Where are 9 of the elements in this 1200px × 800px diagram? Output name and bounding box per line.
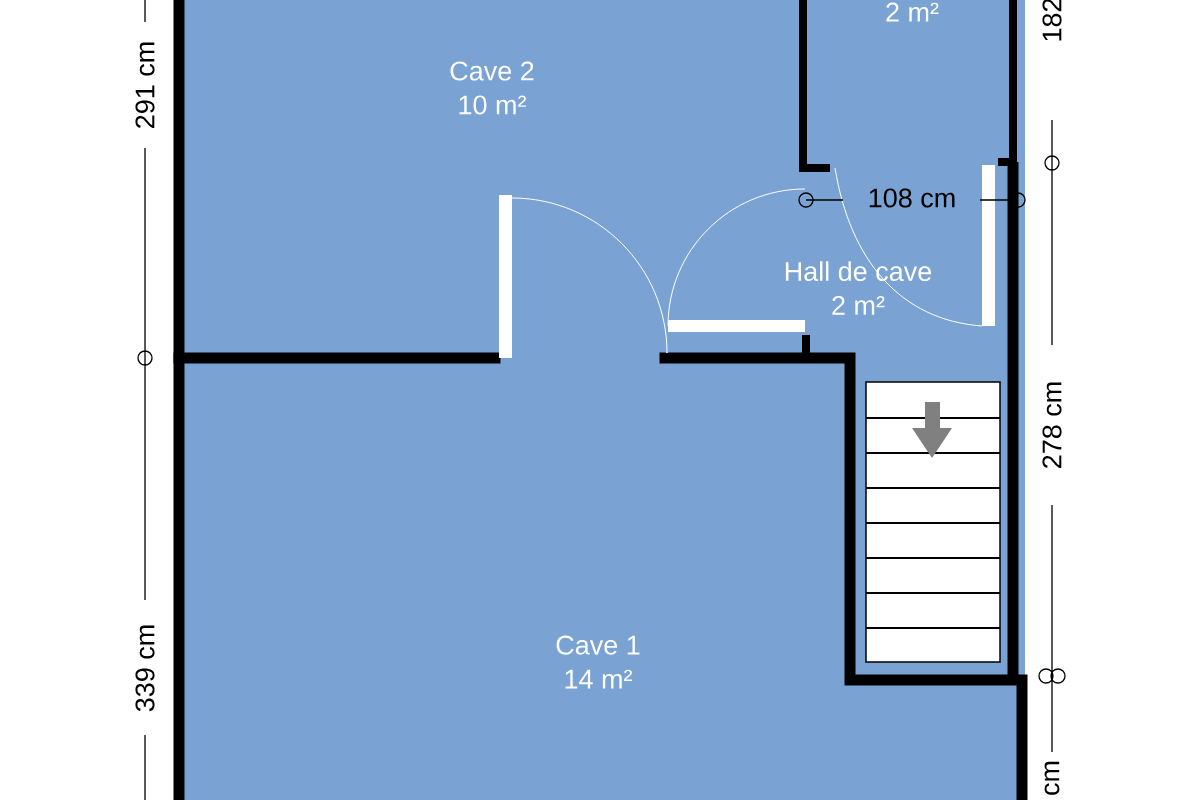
dimension-label: 291 cm <box>134 39 156 131</box>
room-label: Cave 2 10 m² <box>450 61 534 115</box>
dimension-label: cm <box>1043 759 1061 797</box>
dimension-label: 278 cm <box>1041 379 1063 471</box>
room-label: Cave 1 14 m² <box>556 635 640 689</box>
room-label: Hall de cave 2 m² <box>785 261 932 315</box>
dimension-label: 339 cm <box>134 622 156 714</box>
room-label: 2 m² <box>886 2 939 22</box>
dimension-label: 108 cm <box>866 187 958 209</box>
